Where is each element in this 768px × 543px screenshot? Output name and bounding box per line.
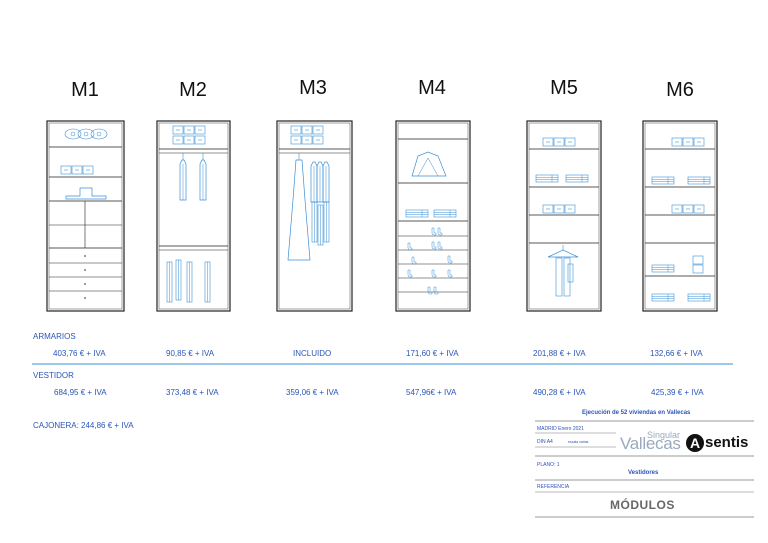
module-m4-drawing [395,120,471,312]
armario-price-m4: 171,60 € + IVA [406,349,459,358]
cajonera-price: CAJONERA: 244,86 € + IVA [33,421,134,430]
module-m6-drawing [642,120,718,312]
module-label-m6: M6 [666,79,694,101]
sheet-title: MÓDULOS [610,498,675,512]
armario-price-m1: 403,76 € + IVA [53,349,106,358]
vestidor-price-m2: 373,48 € + IVA [166,388,219,397]
logo-vallecas-text: Vallecas [620,434,681,453]
armario-price-m6: 132,66 € + IVA [650,349,703,358]
module-label-m5: M5 [550,77,578,99]
plano-title: Vestidores [628,470,659,476]
plano-number: PLANO: 1 [537,462,560,468]
vestidor-price-m3: 359,06 € + IVA [286,388,339,397]
armario-price-m2: 90,85 € + IVA [166,349,215,358]
module-m1-drawing [46,120,125,312]
armario-price-m5: 201,88 € + IVA [533,349,586,358]
project-title: Ejecución de 52 viviendas en Vallecas [582,410,691,416]
module-label-m3: M3 [299,77,327,99]
module-label-m2: M2 [179,79,207,101]
logo-singular-text: Singular [647,430,681,440]
sheet-format: DIN A4 [537,439,553,445]
module-label-m4: M4 [418,77,446,99]
vestidor-price-m6: 425,39 € + IVA [651,388,704,397]
module-label-m1: M1 [71,79,99,101]
vestidor-price-m1: 684,95 € + IVA [54,388,107,397]
module-m5-drawing [526,120,602,312]
asentis-logo-icon: A [686,434,704,452]
vestidor-label: VESTIDOR [33,371,74,380]
vestidor-price-m5: 490,28 € + IVA [533,388,586,397]
armarios-label: ARMARIOS [33,332,76,341]
logo-sentis-text: sentis [705,434,749,451]
referencia-label: REFERENCIA [537,484,570,490]
sheet-scale: escala varias [568,440,589,444]
city-date: MADRID Enero 2021 [537,426,584,432]
module-m2-drawing [156,120,231,312]
armario-price-m3: INCLUIDO [293,349,332,358]
title-block-lines [535,420,754,518]
vestidor-price-m4: 547,96€ + IVA [406,388,457,397]
module-m3-drawing [276,120,353,312]
